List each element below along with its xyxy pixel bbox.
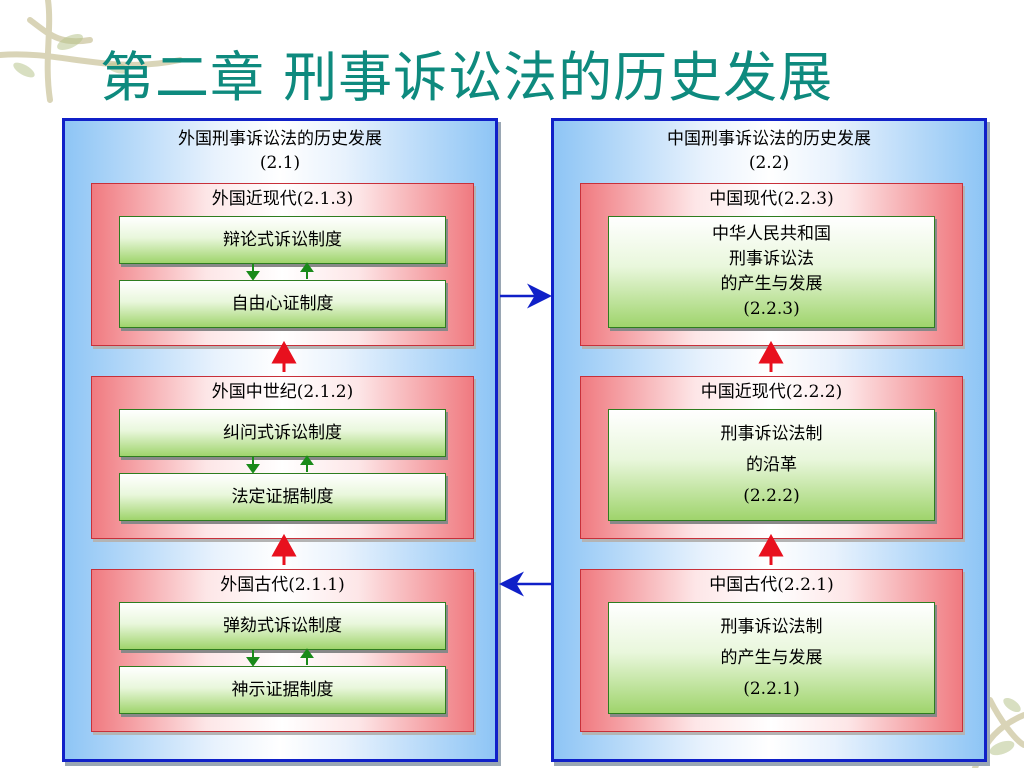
panel-title: 外国刑事诉讼法的历史发展 bbox=[178, 129, 382, 149]
institution-box: 刑事诉讼法制 的沿革 (2.2.2) bbox=[608, 409, 935, 521]
institution-line: 刑事诉讼法制 bbox=[720, 616, 823, 637]
period-box-china-near-modern: 中国近现代(2.2.2) 刑事诉讼法制 的沿革 (2.2.2) bbox=[580, 376, 963, 539]
institution-box: 中华人民共和国 刑事诉讼法 的产生与发展 (2.2.3) bbox=[608, 216, 935, 328]
period-title: 外国古代(2.1.1) bbox=[220, 575, 345, 595]
institution-box: 刑事诉讼法制 的产生与发展 (2.2.1) bbox=[608, 602, 935, 714]
institution-box: 神示证据制度 bbox=[119, 666, 446, 714]
foreign-history-panel: 外国刑事诉讼法的历史发展 (2.1) 外国近现代(2.1.3) 辩论式诉讼制度 … bbox=[62, 118, 498, 762]
period-box-foreign-ancient: 外国古代(2.1.1) 弹劾式诉讼制度 神示证据制度 bbox=[91, 569, 474, 732]
institution-line: 的产生与发展 bbox=[720, 274, 823, 294]
institution-box: 纠问式诉讼制度 bbox=[119, 409, 446, 457]
slide-title: 第二章 刑事诉讼法的历史发展 bbox=[100, 46, 834, 109]
institution-line: 的沿革 bbox=[746, 454, 797, 475]
institution-box: 法定证据制度 bbox=[119, 473, 446, 521]
institution-box: 自由心证制度 bbox=[119, 280, 446, 328]
panel-code: (2.1) bbox=[259, 153, 301, 173]
institution-line: 的产生与发展 bbox=[720, 647, 823, 668]
period-box-foreign-medieval: 外国中世纪(2.1.2) 纠问式诉讼制度 法定证据制度 bbox=[91, 376, 474, 539]
period-title: 中国古代(2.2.1) bbox=[709, 575, 834, 595]
institution-line: (2.2.3) bbox=[743, 299, 800, 319]
institution-line: 刑事诉讼法制 bbox=[720, 423, 823, 444]
institution-line: (2.2.1) bbox=[743, 678, 800, 699]
period-title: 中国现代(2.2.3) bbox=[709, 189, 834, 209]
panel-title: 中国刑事诉讼法的历史发展 bbox=[667, 129, 871, 149]
period-box-foreign-modern: 外国近现代(2.1.3) 辩论式诉讼制度 自由心证制度 bbox=[91, 183, 474, 346]
china-history-panel: 中国刑事诉讼法的历史发展 (2.2) 中国现代(2.2.3) 中华人民共和国 刑… bbox=[551, 118, 987, 762]
institution-box: 弹劾式诉讼制度 bbox=[119, 602, 446, 650]
period-box-china-ancient: 中国古代(2.2.1) 刑事诉讼法制 的产生与发展 (2.2.1) bbox=[580, 569, 963, 732]
institution-box: 辩论式诉讼制度 bbox=[119, 216, 446, 264]
period-title: 外国中世纪(2.1.2) bbox=[211, 382, 354, 402]
panel-code: (2.2) bbox=[748, 153, 790, 173]
institution-line: (2.2.2) bbox=[743, 485, 800, 506]
period-title: 中国近现代(2.2.2) bbox=[700, 382, 843, 402]
period-title: 外国近现代(2.1.3) bbox=[211, 189, 354, 209]
institution-line: 中华人民共和国 bbox=[712, 224, 831, 244]
institution-line: 刑事诉讼法 bbox=[729, 249, 814, 269]
period-box-china-modern: 中国现代(2.2.3) 中华人民共和国 刑事诉讼法 的产生与发展 (2.2.3) bbox=[580, 183, 963, 346]
